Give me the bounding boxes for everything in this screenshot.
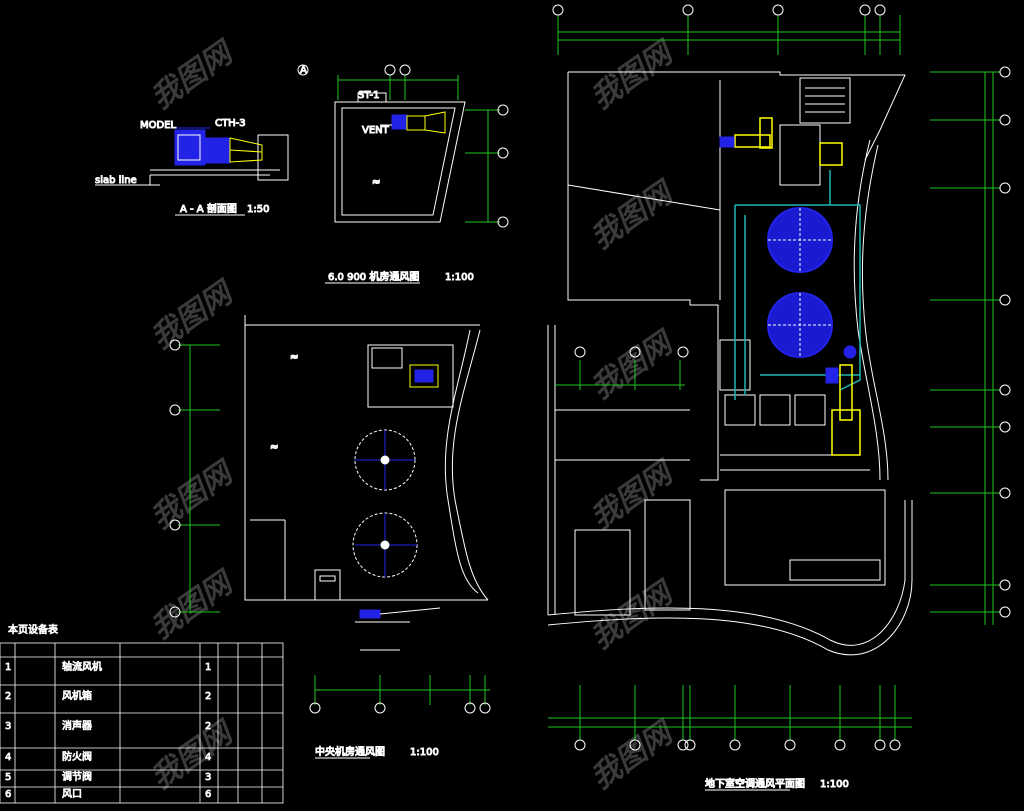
svg-text:1:100: 1:100 (445, 272, 474, 283)
svg-text:≈: ≈ (372, 177, 380, 188)
watermark: 我图网 (145, 714, 242, 797)
table-cell-qty: 2 (205, 721, 211, 732)
svg-text:≈: ≈ (270, 442, 278, 453)
table-cell-qty: 4 (205, 752, 211, 763)
watermark: 我图网 (145, 274, 242, 357)
table-cell-qty: 2 (205, 691, 211, 702)
section-a-a: MODEL CTH-3 slab line A - A 剖面图 1:50 A (95, 64, 309, 216)
table-cell-no: 6 (5, 789, 11, 800)
table-cell-no: 2 (5, 691, 11, 702)
svg-text:MODEL: MODEL (140, 120, 177, 131)
watermark: 我图网 (585, 324, 682, 407)
watermark: 我图网 (585, 714, 682, 797)
table-cell-no: 1 (5, 662, 11, 673)
svg-text:1:50: 1:50 (247, 204, 269, 215)
watermark: 我图网 (145, 564, 242, 647)
watermark: 我图网 (145, 34, 242, 117)
table-cell-no: 5 (5, 772, 11, 783)
svg-text:ST-1: ST-1 (358, 90, 380, 101)
svg-text:VENT: VENT (362, 125, 390, 136)
watermark: 我图网 (145, 454, 242, 537)
fan-room-plan: ST-1 VENT ≈ 6.0 900 机房通风图 1:100 (325, 64, 509, 284)
main-plan: 地下室空调通风平面图 1:100 (547, 4, 1011, 791)
table-cell-name: 防火阀 (62, 750, 92, 763)
middle-plan-title: 中央机房通风图 (315, 745, 385, 758)
main-plan-title: 地下室空调通风平面图 (705, 777, 805, 790)
section-title: A - A 剖面图 (180, 202, 237, 215)
table-cell-name: 调节阀 (62, 770, 92, 783)
table-cell-no: 3 (5, 721, 11, 732)
equipment-table: 本页设备表 1 轴流风机 1 2 风机箱 2 3 消声器 2 4 防火阀 4 5 调节阀 3 6 风口 6 (0, 623, 284, 804)
table-cell-name: 消声器 (62, 719, 92, 732)
fan-room-title: 6.0 900 机房通风图 (328, 270, 419, 283)
table-cell-qty: 6 (205, 789, 211, 800)
svg-text:1:100: 1:100 (410, 747, 439, 758)
middle-plan: ≈ ≈ 中央机房通风图 1:100 (169, 315, 491, 759)
svg-text:1:100: 1:100 (820, 779, 849, 790)
table-cell-no: 4 (5, 752, 11, 763)
svg-text:≈: ≈ (290, 352, 298, 363)
table-cell-qty: 3 (205, 772, 211, 783)
watermark: 我图网 (585, 174, 682, 257)
watermark: 我图网 (585, 34, 682, 117)
watermark: 我图网 (585, 454, 682, 537)
svg-text:slab line: slab line (95, 175, 137, 186)
table-cell-name: 风机箱 (62, 689, 92, 702)
table-cell-name: 轴流风机 (62, 660, 102, 673)
table-cell-qty: 1 (205, 662, 211, 673)
table-cell-name: 风口 (62, 788, 82, 800)
equipment-table-title: 本页设备表 (8, 623, 58, 636)
svg-text:CTH-3: CTH-3 (215, 118, 246, 129)
svg-text:A: A (300, 65, 307, 76)
